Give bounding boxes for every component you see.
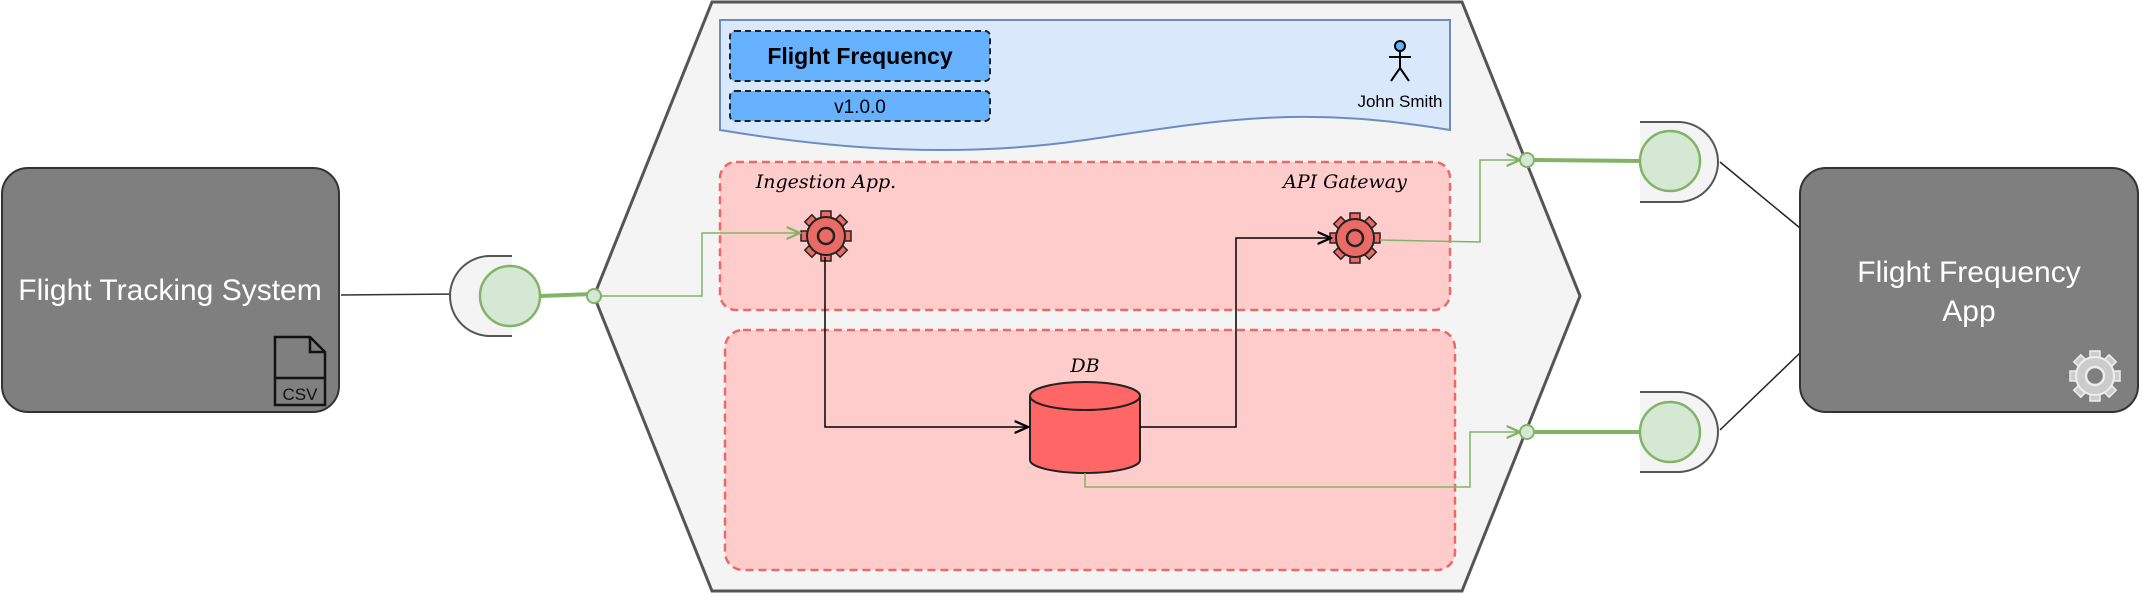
container-port-bottom-right[interactable] <box>1519 424 1535 440</box>
flight-tracking-system-box <box>1 167 340 413</box>
top-port-stem <box>1533 158 1644 163</box>
ingestion-app-node[interactable]: Ingestion App. <box>755 171 896 262</box>
flight-frequency-app-label-line2: App <box>1942 295 1995 328</box>
flight-frequency-app-box <box>1799 167 2139 413</box>
top-interface-app-link <box>1719 161 1801 229</box>
app-gear-icon <box>2069 350 2121 402</box>
left-interface-ball <box>478 264 542 328</box>
owner-name: John Smith <box>1357 92 1442 111</box>
ingest-to-db-flow <box>824 257 1028 427</box>
left-system-link <box>340 293 463 296</box>
api-gateway-label: API Gateway <box>1281 171 1407 193</box>
left-port-to-ingest-flow <box>600 233 800 297</box>
bottom-right-interface-ball <box>1638 400 1702 464</box>
version-text: v1.0.0 <box>834 97 886 118</box>
top-right-interface[interactable] <box>1638 121 1719 203</box>
ingestion-app-label: Ingestion App. <box>755 171 896 193</box>
csv-file-icon: CSV <box>273 335 327 407</box>
flight-tracking-system-node[interactable]: Flight Tracking System CSV <box>1 167 340 413</box>
header-banner: Flight Frequency v1.0.0 John Smith <box>719 19 1451 152</box>
gateway-to-top-port-flow <box>1379 160 1520 243</box>
ingestion-gear-icon <box>800 210 852 262</box>
db-to-gateway-flow <box>1140 238 1331 428</box>
gateway-gear-icon <box>1329 212 1381 264</box>
container-port-left[interactable] <box>586 288 602 304</box>
version-badge[interactable] <box>729 90 991 122</box>
bottom-right-interface[interactable] <box>1638 391 1719 473</box>
title-text: Flight Frequency <box>767 43 953 69</box>
flight-tracking-system-label: Flight Tracking System <box>18 274 321 307</box>
bottom-interface-app-link <box>1719 352 1801 431</box>
flight-frequency-app-label-line1: Flight Frequency <box>1857 256 2080 289</box>
db-label: DB <box>1069 355 1099 377</box>
api-gateway-node[interactable]: API Gateway <box>1281 171 1407 264</box>
database-icon <box>1029 381 1141 474</box>
container-port-top-right[interactable] <box>1519 152 1535 168</box>
db-to-bottom-port-flow <box>1084 432 1520 488</box>
person-icon <box>1389 40 1411 82</box>
db-node[interactable]: DB <box>1029 355 1141 474</box>
top-right-interface-ball <box>1638 129 1702 193</box>
flight-frequency-app-node[interactable]: Flight Frequency App <box>1799 167 2139 413</box>
title-badge[interactable] <box>729 30 991 82</box>
csv-file-icon-text: CSV <box>283 385 319 404</box>
left-interface[interactable] <box>449 255 542 337</box>
left-interface-stem <box>539 292 594 298</box>
application-zone <box>718 160 1452 312</box>
